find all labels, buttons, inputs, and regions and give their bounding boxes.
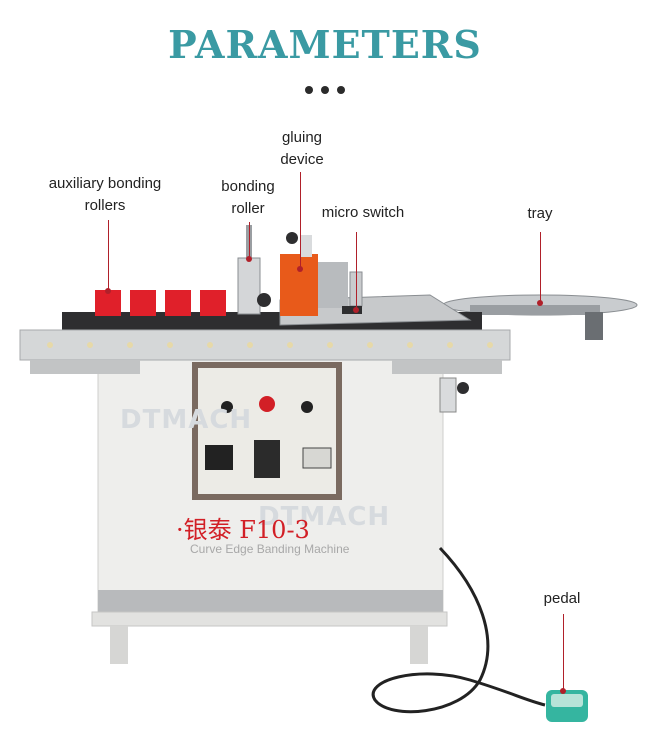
model-subtitle: Curve Edge Banding Machine [190, 542, 350, 556]
leader-aux-rollers [108, 220, 109, 290]
label-auxiliary-bonding-rollers: auxiliary bonding rollers [48, 175, 162, 214]
label-pedal: pedal [543, 590, 581, 607]
leader-gluing-device [300, 172, 301, 268]
title-dots [305, 86, 345, 96]
leader-tray [540, 232, 541, 302]
brand-watermark-2: DTMACH [258, 502, 391, 532]
leader-dot-micro-switch [353, 307, 359, 313]
leader-pedal [563, 614, 564, 690]
leader-bonding-roller [249, 222, 250, 258]
model-name: ·银泰 F10-3 [176, 516, 310, 544]
leader-dot-gluing-device [297, 266, 303, 272]
brand-watermark: DTMACH [120, 405, 253, 435]
page-title: PARAMETERS [168, 22, 482, 67]
label-micro-switch: micro switch [321, 204, 405, 221]
leader-dot-tray [537, 300, 543, 306]
leader-dot-bonding-roller [246, 256, 252, 262]
leader-dot-pedal [560, 688, 566, 694]
label-tray: tray [527, 205, 553, 222]
leader-dot-aux-rollers [105, 288, 111, 294]
leader-micro-switch [356, 232, 357, 310]
label-bonding-roller: bonding roller [221, 178, 275, 217]
label-gluing-device: gluing device [280, 129, 324, 168]
